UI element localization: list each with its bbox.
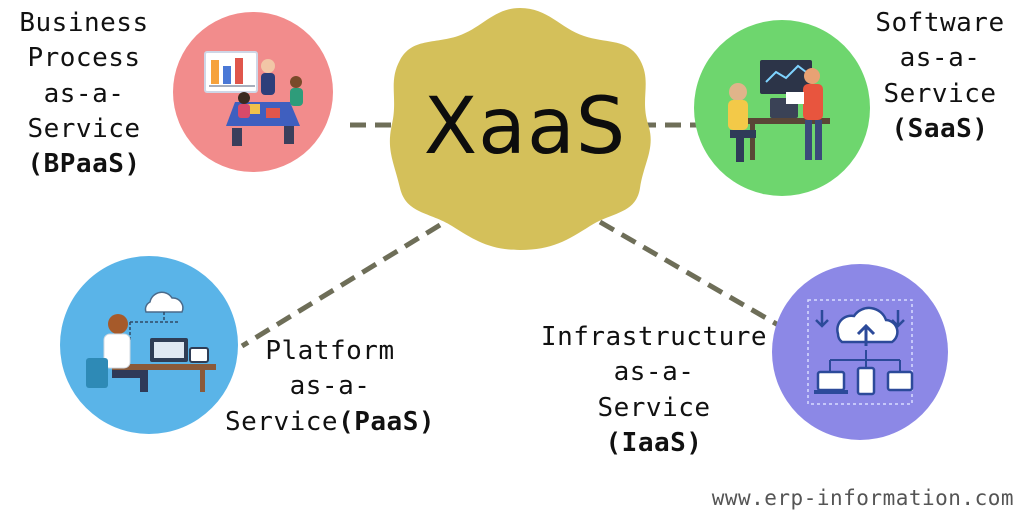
connector-paas [240, 222, 442, 349]
paas-line-3: Service(PaaS) [225, 406, 435, 437]
saas-illustration [694, 20, 870, 196]
xaas-hub-badge [389, 8, 651, 250]
saas-line-1: Software [875, 8, 1005, 38]
bpaas-abbr: (BPaaS) [27, 149, 141, 180]
iaas-line-2: as-a- [613, 357, 695, 388]
connectors [240, 122, 782, 349]
bpaas-label: Business Process as-a- Service (BPaaS) [4, 6, 164, 183]
bpaas-illustration [173, 12, 333, 172]
bpaas-line-4: Service [27, 114, 141, 145]
iaas-line-1: Infrastructure [540, 322, 768, 352]
iaas-circle [772, 264, 948, 440]
saas-line-2: as-a- [899, 43, 981, 74]
bpaas-line-2: Process [27, 43, 141, 74]
saas-abbr: (SaaS) [891, 114, 989, 145]
paas-illustration [60, 256, 238, 434]
iaas-line-3: Service [597, 392, 711, 423]
iaas-label: Infrastructure as-a- Service (IaaS) [534, 320, 774, 461]
bpaas-line-3: as-a- [43, 78, 125, 109]
bpaas-line-1: Business [19, 8, 149, 38]
saas-line-3: Service [883, 78, 997, 109]
paas-line-1: Platform [265, 336, 395, 366]
iaas-abbr: (IaaS) [605, 428, 703, 459]
paas-line-2: as-a- [289, 371, 371, 402]
hub-label: XaaS [423, 82, 627, 172]
saas-label: Software as-a- Service (SaaS) [856, 6, 1024, 147]
iaas-illustration [772, 264, 948, 440]
paas-label: Platform as-a- Service(PaaS) [200, 334, 460, 440]
watermark: www.erp-information.com [711, 486, 1014, 510]
paas-circle [60, 256, 238, 434]
connector-iaas [598, 219, 782, 329]
